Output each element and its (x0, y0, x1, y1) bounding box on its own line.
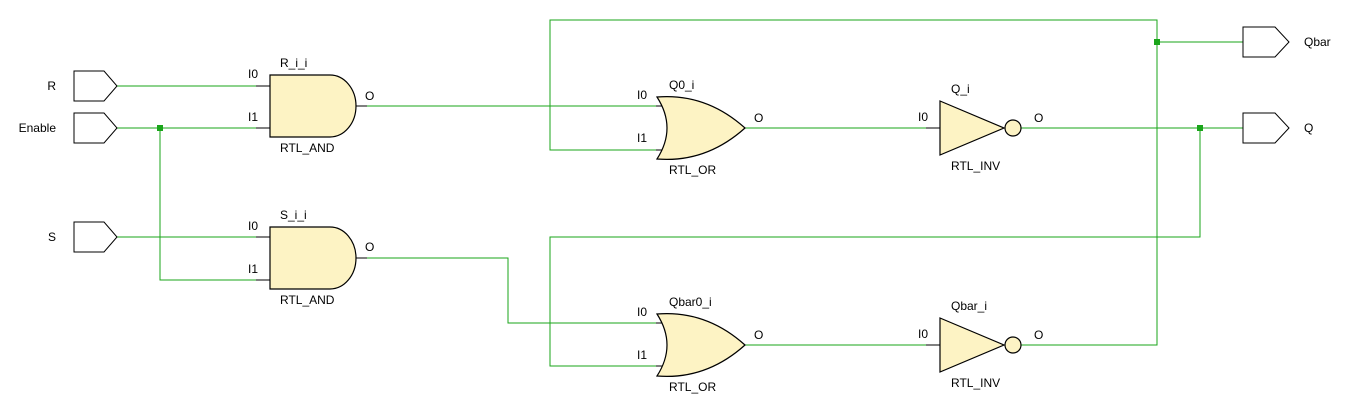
inverter-qbar[interactable]: Qbar_i I0 O RTL_INV (918, 299, 1043, 390)
or-gate-qbar0-pin-i0: I0 (637, 305, 647, 319)
net-qbar[interactable] (549, 19, 1243, 346)
and-gate-r-pin-i0: I0 (248, 67, 258, 81)
inverter-qbar-bubble (1004, 336, 1022, 354)
input-port-enable[interactable]: Enable (19, 112, 118, 144)
output-port-qbar[interactable]: Qbar (1242, 26, 1331, 58)
or-gate-qbar0-type: RTL_OR (669, 380, 716, 394)
and-gate-s[interactable]: S_i_i I0 I1 O RTL_AND (248, 208, 374, 307)
inverter-q-type: RTL_INV (951, 159, 1000, 173)
input-port-r-label: R (47, 79, 56, 93)
inverter-qbar-pin-o: O (1034, 328, 1043, 342)
junction-dot (157, 125, 163, 131)
and-gate-r-pin-o: O (365, 89, 374, 103)
and-gate-s-pin-i1: I1 (248, 262, 258, 276)
input-port-r-shape (73, 70, 118, 102)
inverter-qbar-instance: Qbar_i (951, 299, 987, 313)
or-gate-q0-body (655, 95, 746, 161)
inverter-qbar-type: RTL_INV (951, 376, 1000, 390)
or-gate-qbar0-pin-i1: I1 (637, 348, 647, 362)
input-port-enable-shape (73, 112, 118, 144)
input-port-enable-label: Enable (19, 121, 57, 135)
and-gate-r-body (269, 74, 357, 138)
and-gate-s-type: RTL_AND (280, 293, 335, 307)
or-gate-qbar0-pin-o: O (754, 328, 763, 342)
inverter-qbar-body (939, 317, 1006, 373)
input-port-r[interactable]: R (47, 70, 118, 102)
inverter-q[interactable]: Q_i I0 O RTL_INV (918, 82, 1043, 173)
junction-dot (1197, 125, 1203, 131)
or-gate-q0[interactable]: Q0_i I0 I1 O RTL_OR (637, 78, 763, 177)
and-gate-s-pin-i0: I0 (248, 219, 258, 233)
output-port-q-shape (1242, 112, 1290, 144)
input-port-s-shape (73, 221, 118, 253)
net-s-and-out[interactable] (367, 257, 656, 324)
inverter-q-instance: Q_i (951, 82, 970, 96)
input-port-s-label: S (48, 230, 56, 244)
and-gate-r-pin-i1: I1 (248, 110, 258, 124)
or-gate-q0-pin-o: O (754, 111, 763, 125)
or-gate-qbar0-body (655, 312, 746, 378)
and-gate-r-instance: R_i_i (280, 56, 307, 70)
and-gate-s-instance: S_i_i (280, 208, 307, 222)
inverter-qbar-pin-i0: I0 (918, 327, 928, 341)
junction-dot (1154, 39, 1160, 45)
output-port-qbar-shape (1242, 26, 1290, 58)
inverter-q-pin-i0: I0 (918, 110, 928, 124)
or-gate-q0-type: RTL_OR (669, 163, 716, 177)
net-enable[interactable] (117, 127, 256, 281)
input-port-s[interactable]: S (48, 221, 118, 253)
and-gate-r[interactable]: R_i_i I0 I1 O RTL_AND (248, 56, 374, 155)
and-gate-r-type: RTL_AND (280, 141, 335, 155)
inverter-q-bubble (1004, 119, 1022, 137)
output-port-q-label: Q (1304, 121, 1313, 135)
output-port-q[interactable]: Q (1242, 112, 1313, 144)
or-gate-q0-pin-i0: I0 (637, 88, 647, 102)
or-gate-q0-pin-i1: I1 (637, 131, 647, 145)
wires (117, 19, 1243, 367)
inverter-q-pin-o: O (1034, 111, 1043, 125)
or-gate-qbar0[interactable]: Qbar0_i I0 I1 O RTL_OR (637, 295, 763, 394)
or-gate-q0-instance: Q0_i (669, 78, 694, 92)
or-gate-qbar0-instance: Qbar0_i (669, 295, 712, 309)
output-port-qbar-label: Qbar (1304, 35, 1331, 49)
inverter-q-body (939, 100, 1006, 156)
and-gate-s-body (269, 226, 357, 290)
net-q[interactable] (549, 127, 1243, 367)
and-gate-s-pin-o: O (365, 240, 374, 254)
